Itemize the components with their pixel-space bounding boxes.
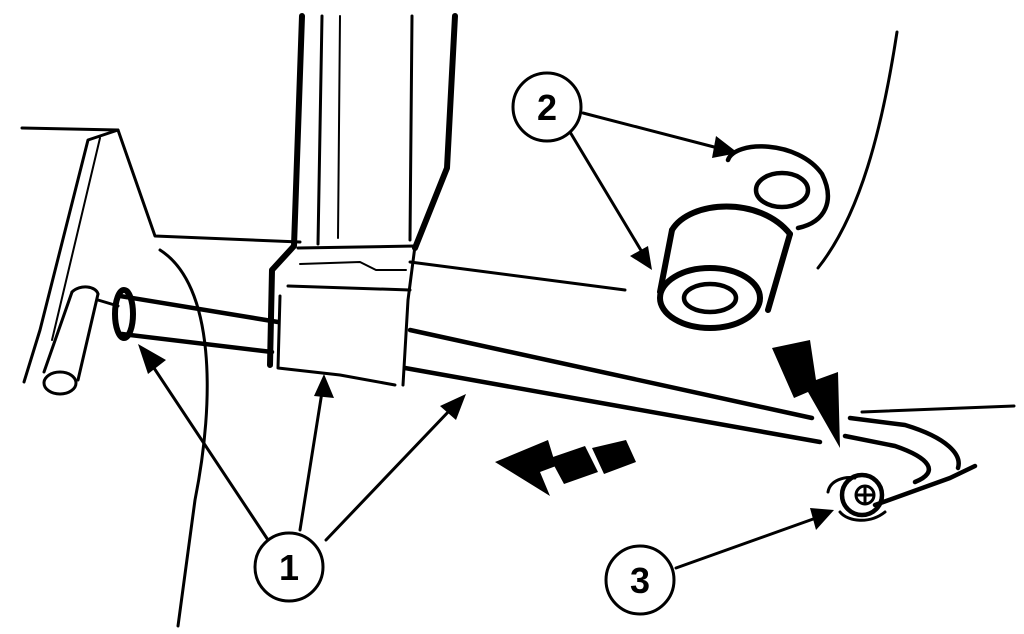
callout-3-label: 3	[630, 560, 650, 601]
body-panel-outline	[20, 30, 1016, 628]
callout-3: 3	[604, 544, 676, 616]
removal-direction-arrow	[495, 440, 636, 496]
screw	[838, 472, 887, 522]
vertical-strap	[267, 13, 458, 387]
leader-lines	[138, 111, 834, 570]
mounting-stud	[42, 285, 120, 396]
callout-1-label: 1	[279, 547, 299, 588]
screw-pointer-arrow	[772, 340, 840, 448]
callout-1: 1	[253, 531, 325, 603]
bushing	[657, 144, 831, 331]
horizontal-rod	[112, 287, 823, 445]
callout-2: 2	[511, 71, 583, 143]
rod-end-clip	[826, 415, 978, 508]
callout-2-label: 2	[537, 87, 557, 128]
